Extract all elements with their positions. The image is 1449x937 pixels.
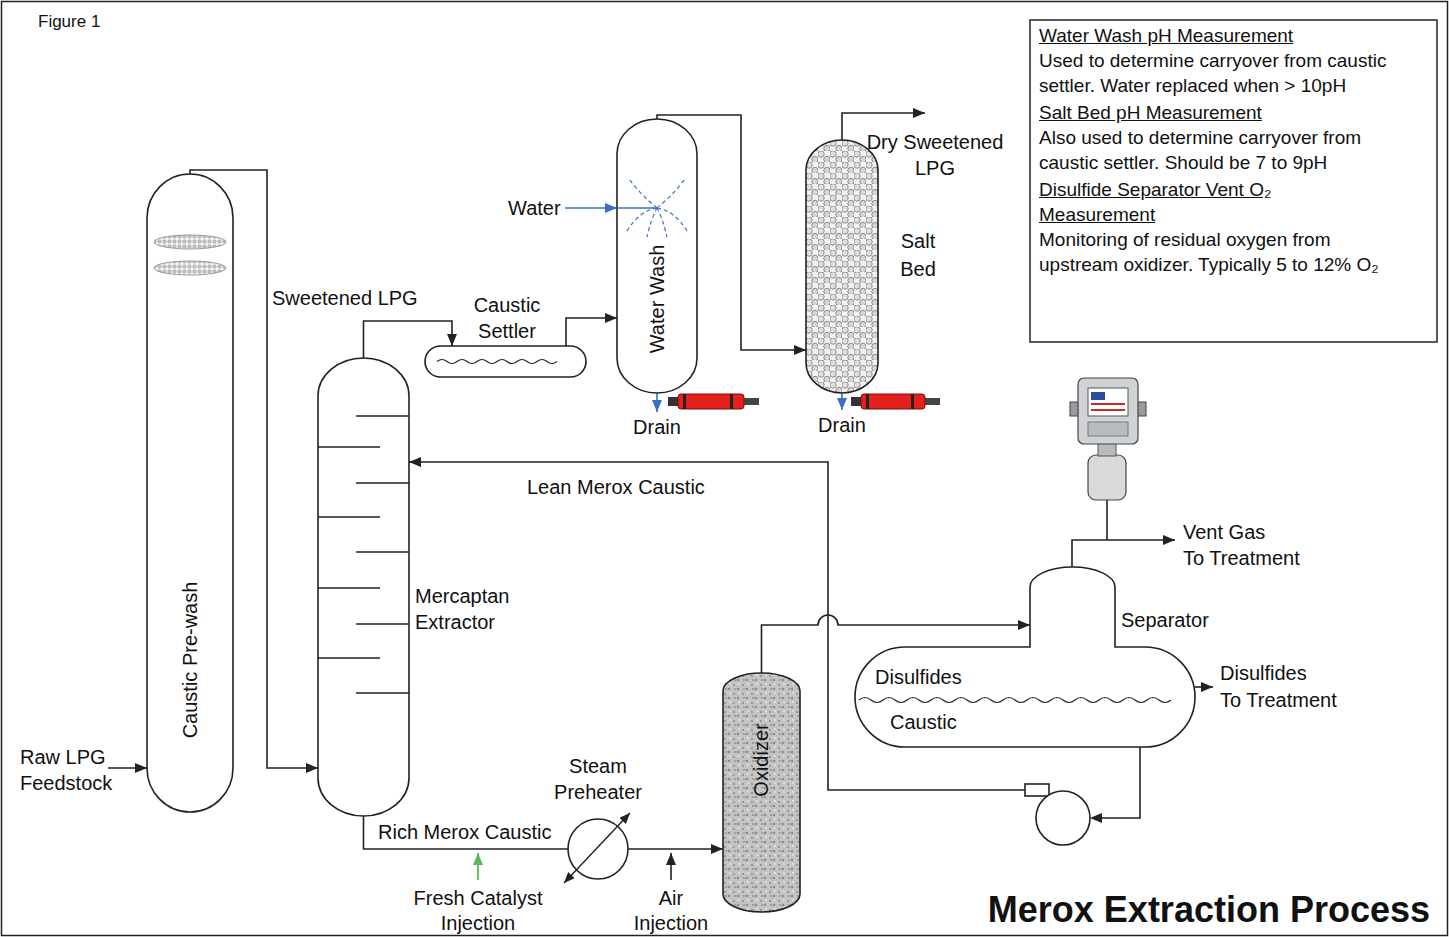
caustic-pump — [1025, 784, 1102, 845]
drain-line — [656, 393, 658, 412]
water-wash-vessel-outline — [617, 119, 697, 393]
stream-label: Vent Gas To Treatment — [1183, 519, 1309, 571]
drain-label: Drain — [612, 414, 702, 440]
caustic-prewash-vessel: Caustic Pre-wash — [147, 174, 233, 812]
water-wash-vessel: Water Wash — [617, 119, 697, 393]
mercaptan-extractor: Mercaptan Extractor — [318, 358, 409, 816]
note-heading: Salt Bed pH Measurement — [1039, 100, 1339, 125]
equipment-label: Disulfides — [875, 664, 1015, 690]
equipment-label: Caustic Settler — [462, 292, 552, 344]
measurement-notes-box: Water Wash pH MeasurementUsed to determi… — [1030, 20, 1437, 342]
note-heading: Disulfide Separator Vent O₂ Measurement — [1039, 177, 1339, 227]
wrap-spacer — [1316, 660, 1346, 687]
water-inlet — [565, 207, 617, 209]
stream-label: Water — [508, 195, 561, 221]
mercaptan-extractor-outline — [318, 358, 409, 816]
diagram-title: Merox Extraction Process — [940, 889, 1430, 931]
equipment-label: Salt Bed — [888, 227, 948, 283]
caustic-settler: Caustic Settler — [425, 346, 586, 377]
disulfide-separator-outline — [855, 567, 1195, 747]
injection-label: Air Injection — [626, 886, 716, 936]
stream-label: Lean Merox Caustic — [527, 474, 705, 500]
ph-probe — [668, 394, 759, 409]
disulfide-separator: SeparatorDisulfidesCaustic — [855, 567, 1195, 747]
vent-line — [1072, 540, 1175, 567]
equipment-label: Steam Preheater — [548, 753, 648, 805]
oxidizer-vessel-outline — [723, 673, 800, 912]
drain-label: Drain — [797, 412, 887, 438]
oxidizer-vessel: Oxidizer — [723, 673, 800, 912]
air-injection — [670, 853, 672, 880]
note-body: Also used to determine carryover from ca… — [1039, 125, 1409, 175]
stream-label: Rich Merox Caustic — [378, 819, 551, 845]
drain-line — [841, 393, 843, 410]
note-body: Used to determine carryover from caustic… — [1039, 48, 1409, 98]
injection-label: Fresh Catalyst Injection — [408, 886, 548, 936]
note-body: Monitoring of residual oxygen from upstr… — [1039, 227, 1409, 277]
equipment-label: Caustic Pre-wash — [177, 582, 203, 739]
stream-label: Dry Sweetened LPG — [860, 129, 1010, 181]
oxygen-transmitter — [1070, 378, 1146, 540]
equipment-label: Mercaptan Extractor — [415, 583, 545, 635]
stream-label: Raw LPG Feedstock — [20, 744, 130, 796]
equipment-label: Water Wash — [644, 245, 670, 354]
salt-bed-vessel-shape — [806, 140, 878, 393]
salt-bed-vessel-outline — [806, 140, 878, 393]
disulfide-outlet — [1195, 686, 1213, 688]
mercaptan-extractor-shape — [318, 358, 409, 816]
wrap-spacer — [1279, 519, 1309, 545]
figure-number: Figure 1 — [38, 11, 100, 33]
catalyst-injection — [477, 853, 479, 880]
caustic-prewash-vessel-outline — [147, 174, 233, 812]
ph-probe — [851, 394, 940, 409]
pipe-connector — [364, 816, 569, 849]
pipe-connector — [566, 318, 617, 346]
pipe-connector — [628, 848, 723, 850]
feed-line — [108, 767, 147, 769]
steam-preheater-shape — [568, 819, 628, 879]
caustic-settler-outline — [425, 346, 586, 377]
stream-label: Disulfides To Treatment — [1220, 660, 1346, 714]
equipment-label: Separator — [1121, 607, 1241, 633]
steam-preheater: Steam Preheater — [568, 819, 628, 879]
measurement-notes-box-outline — [1030, 20, 1437, 342]
salt-bed-vessel: Salt Bed — [806, 140, 878, 393]
equipment-label: Caustic — [890, 709, 1030, 735]
note-heading: Water Wash pH Measurement — [1039, 23, 1339, 48]
equipment-label: Oxidizer — [748, 723, 774, 796]
caustic-settler-shape — [425, 346, 586, 377]
stream-label: Sweetened LPG — [272, 285, 418, 311]
